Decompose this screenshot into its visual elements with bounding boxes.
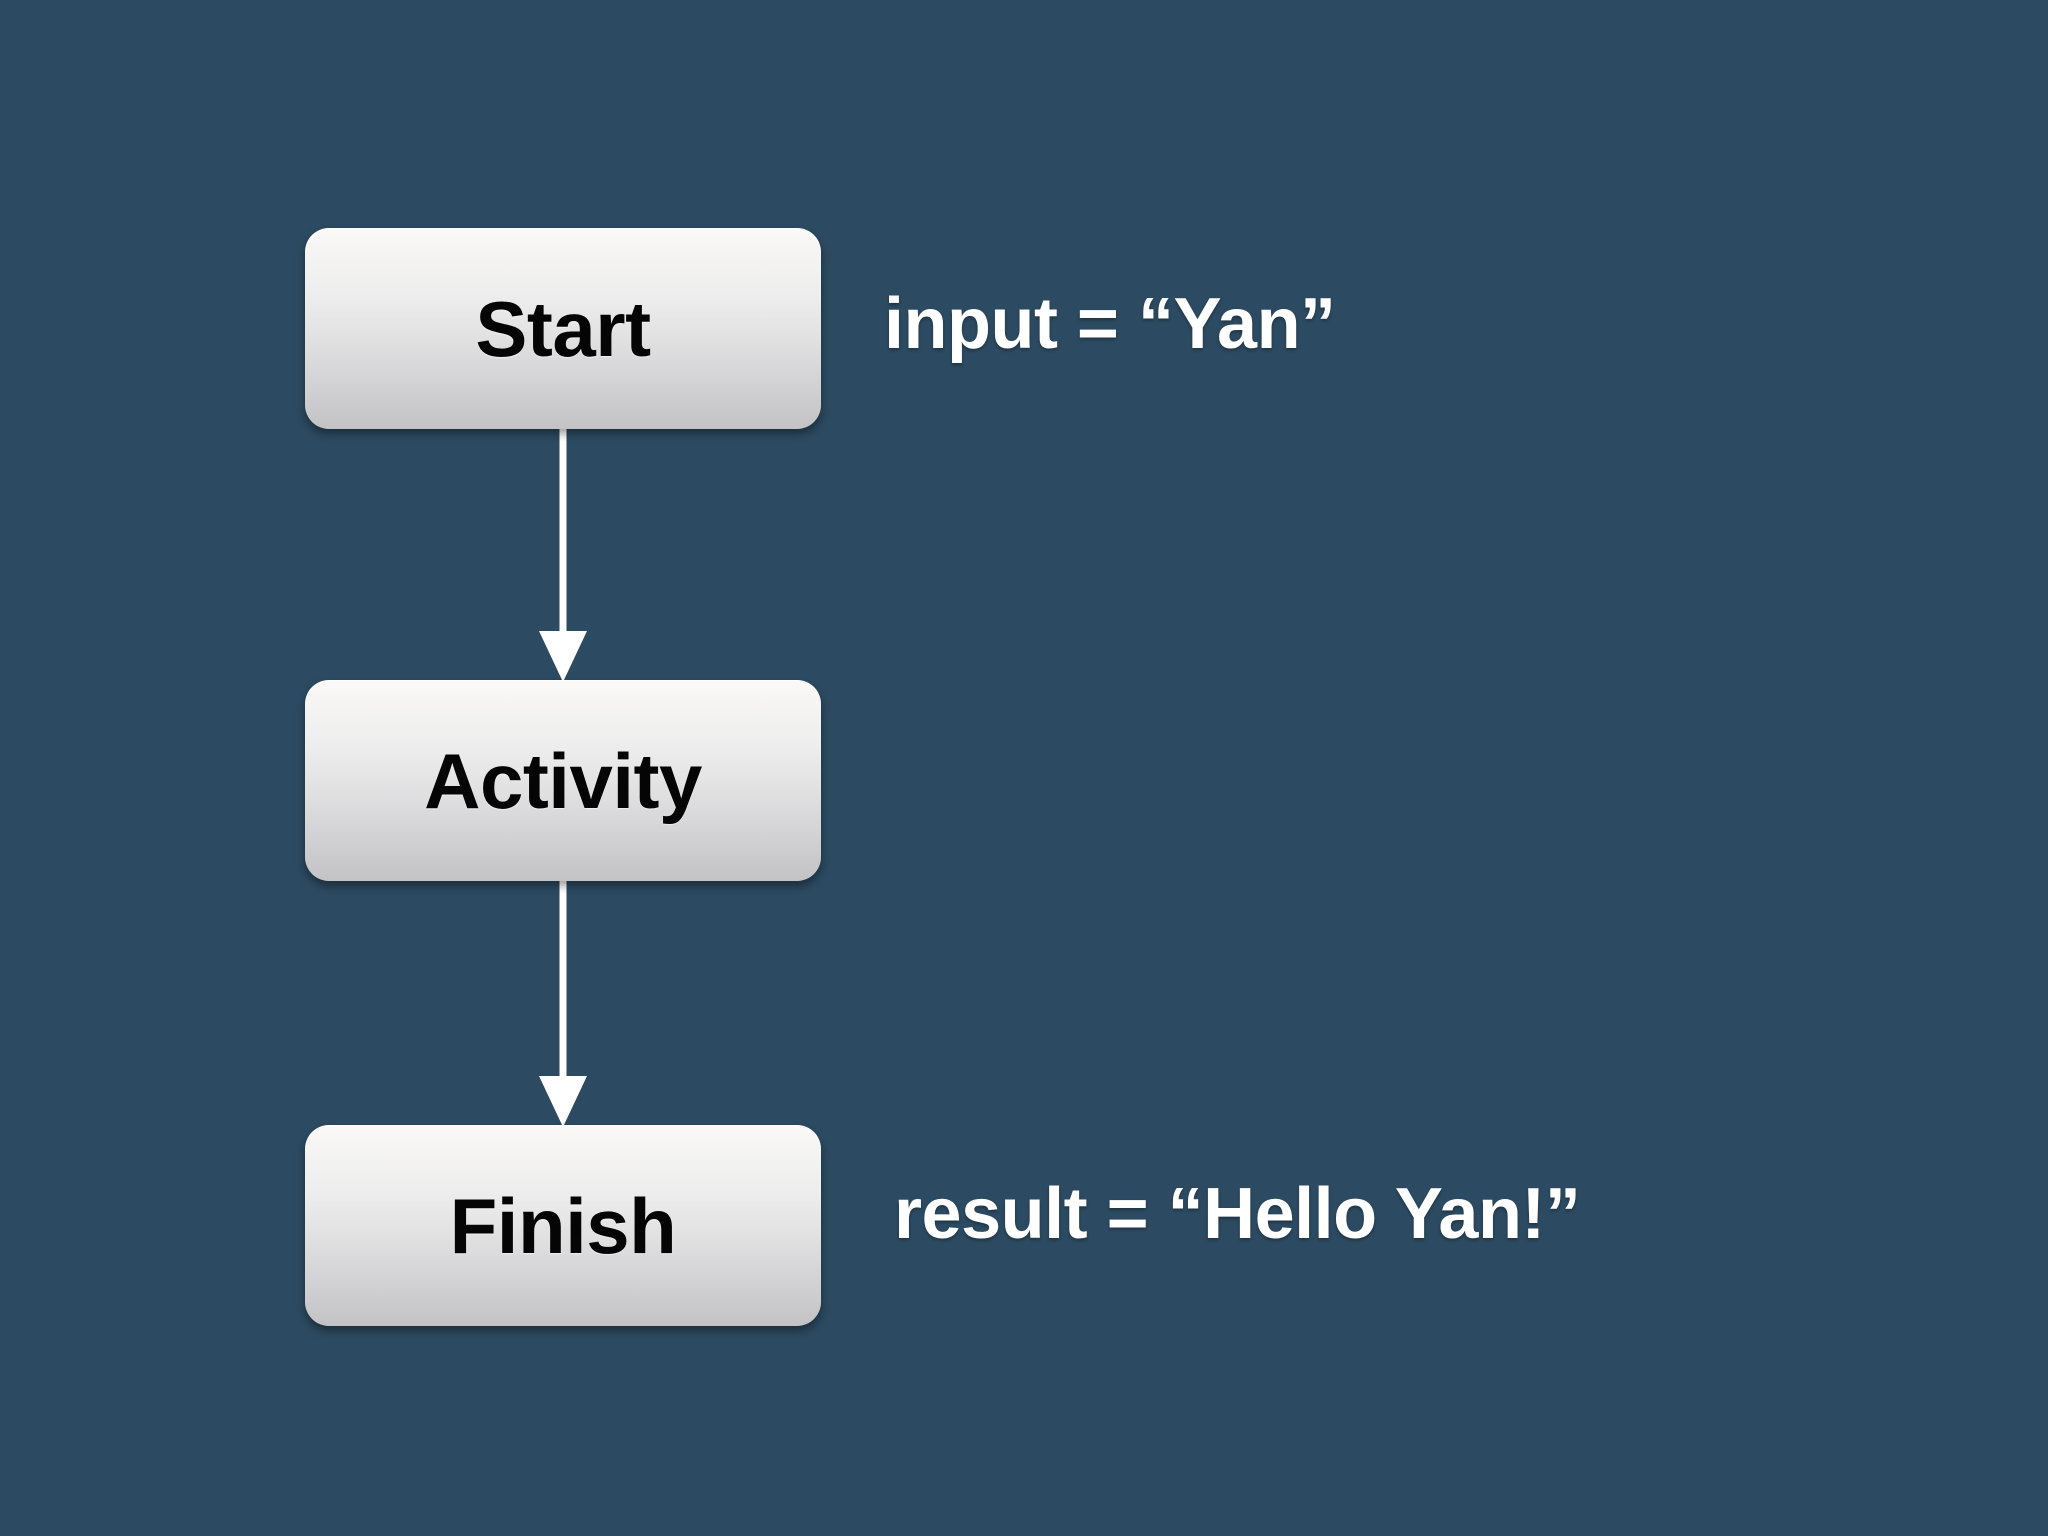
flow-arrow-activity-to-finish <box>535 878 591 1129</box>
annotation-input-value: input = “Yan” <box>884 284 1336 364</box>
flow-node-activity-label: Activity <box>424 736 702 825</box>
flow-node-finish-label: Finish <box>449 1181 677 1270</box>
annotation-result-value: result = “Hello Yan!” <box>894 1174 1581 1254</box>
flow-node-start-label: Start <box>475 284 651 373</box>
flow-node-finish[interactable]: Finish <box>305 1125 821 1326</box>
flow-node-start[interactable]: Start <box>305 228 821 429</box>
flow-node-activity[interactable]: Activity <box>305 680 821 881</box>
flow-arrow-start-to-activity <box>535 426 591 684</box>
